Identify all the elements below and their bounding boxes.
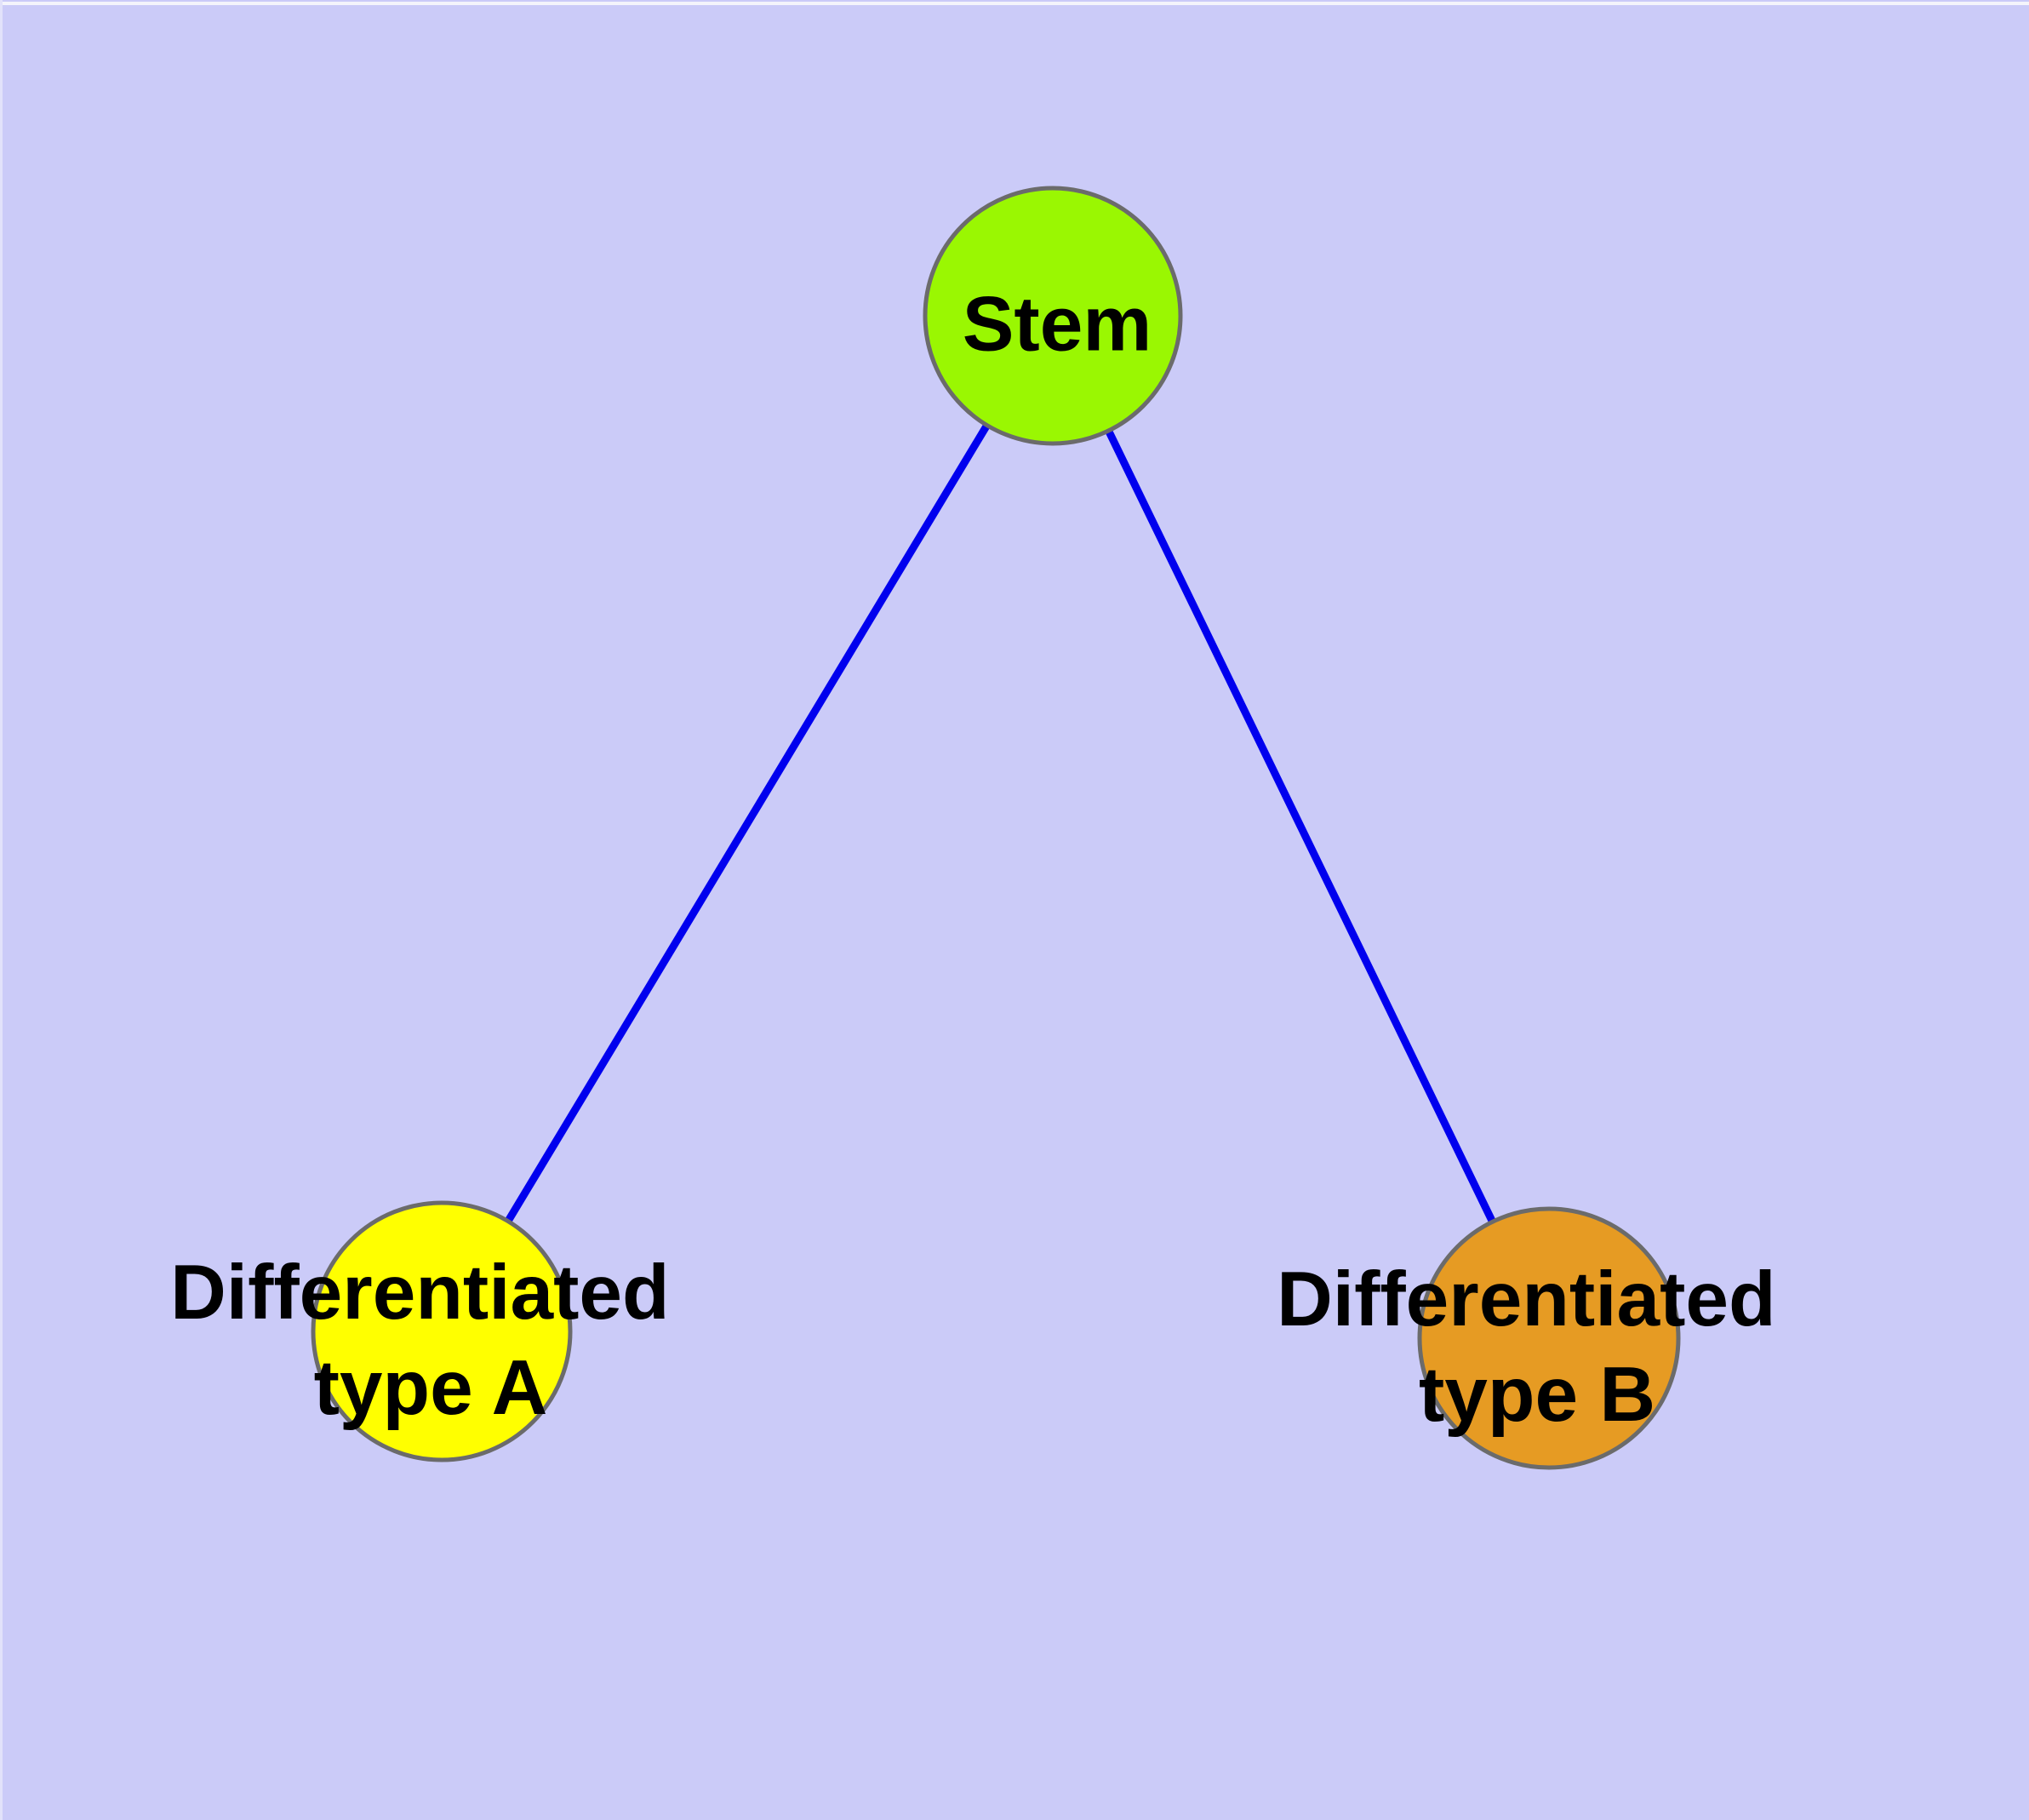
node-label-stem: Stem: [963, 282, 1152, 368]
node-label-differentiated-type-b-line1: Differentiated: [1277, 1256, 1776, 1342]
window-left-highlight: [0, 0, 3, 1820]
node-stem: [923, 186, 1183, 446]
node-differentiated-type-a: [311, 1200, 573, 1462]
node-differentiated-type-b: [1417, 1206, 1681, 1470]
node-label-differentiated-type-b-line2: type B: [1419, 1352, 1655, 1438]
node-label-differentiated-type-a: Differentiated type A: [170, 1250, 691, 1431]
node-label-differentiated-type-a-line1: Differentiated: [170, 1250, 670, 1336]
node-label-differentiated-type-a-line2: type A: [314, 1345, 548, 1431]
edge-stem-to-type-b: [1049, 314, 1553, 1340]
window-top-highlight: [0, 2, 2029, 5]
node-label-differentiated-type-b: Differentiated type B: [1277, 1256, 1798, 1438]
edge-stem-to-type-a: [438, 313, 1056, 1334]
